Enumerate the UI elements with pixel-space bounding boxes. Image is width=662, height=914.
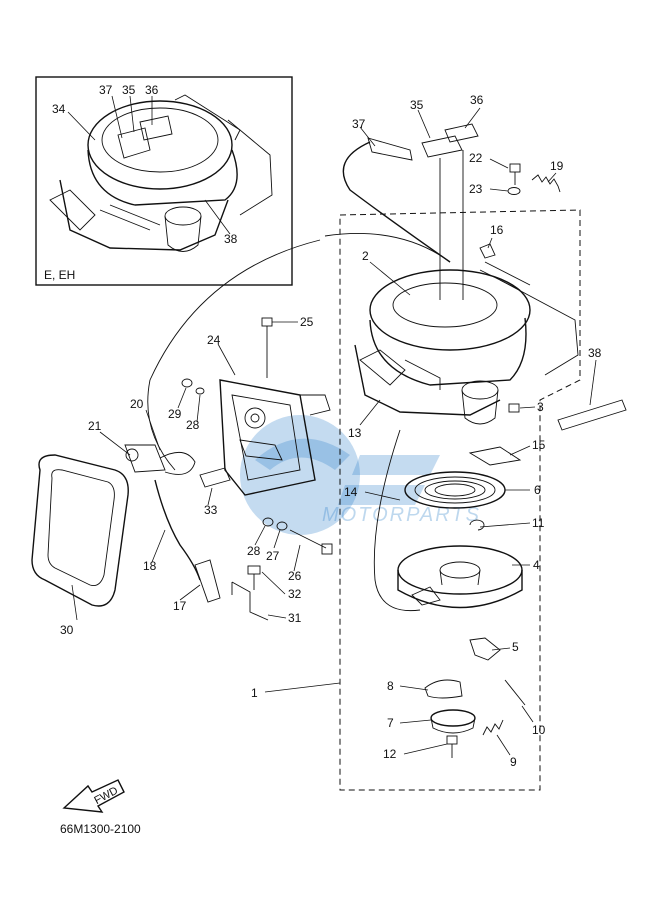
inset-callout-38: 38 — [224, 232, 238, 246]
watermark: MOTORPARTS — [240, 415, 481, 535]
fwd-arrow: FWD — [62, 779, 125, 813]
starter-rope-37 — [342, 141, 451, 263]
callout-20: 20 — [130, 397, 144, 411]
bolt-3 — [508, 403, 520, 413]
callout-24: 24 — [207, 333, 221, 347]
callouts: 1 2 3 4 5 6 7 8 9 10 11 12 13 14 15 16 1… — [60, 93, 602, 769]
callout-27: 27 — [266, 549, 280, 563]
callout-18: 18 — [143, 559, 157, 573]
callout-15: 15 — [532, 438, 546, 452]
leader-lines — [71, 107, 597, 756]
bracket-24 — [219, 379, 331, 496]
washer-27 — [276, 521, 288, 531]
inset-panel: 34 37 35 36 38 E, EH — [35, 76, 293, 286]
callout-37: 37 — [352, 117, 366, 131]
callout-7: 7 — [387, 716, 394, 730]
starter-case — [354, 261, 579, 425]
pawl-5 — [469, 637, 501, 661]
callout-3: 3 — [537, 400, 544, 414]
diagram-code: 66M1300-2100 — [60, 822, 141, 836]
callout-36: 36 — [470, 93, 484, 107]
callout-11: 11 — [532, 516, 545, 530]
washer-23 — [507, 187, 521, 195]
spring-10 — [504, 679, 526, 706]
callout-28-upper: 28 — [186, 418, 200, 432]
callout-22: 22 — [469, 151, 483, 165]
drive-plate-7 — [430, 709, 476, 734]
callout-33: 33 — [204, 503, 218, 517]
spring-9 — [482, 719, 504, 736]
spring-19 — [531, 174, 561, 193]
callout-35: 35 — [410, 98, 424, 112]
watermark-text: MOTORPARTS — [322, 504, 481, 526]
callout-32: 32 — [288, 587, 302, 601]
callout-14: 14 — [344, 485, 358, 499]
callout-38: 38 — [588, 346, 602, 360]
callout-9: 9 — [510, 755, 517, 769]
callout-4: 4 — [533, 558, 540, 572]
callout-5: 5 — [512, 640, 519, 654]
choke-knob-21 — [124, 444, 166, 473]
cable-18 — [154, 479, 201, 581]
callout-28-lower: 28 — [247, 544, 261, 558]
plate-15 — [468, 446, 522, 466]
decal-35 — [421, 135, 463, 158]
assembly-boundary — [339, 209, 581, 791]
callout-16: 16 — [490, 223, 504, 237]
callout-8: 8 — [387, 679, 394, 693]
callout-31: 31 — [288, 611, 302, 625]
bolt-32 — [247, 565, 261, 590]
bracket-31 — [231, 581, 269, 621]
callout-26: 26 — [288, 569, 302, 583]
filter-element-30 — [31, 454, 129, 607]
inset-callout-37: 37 — [99, 83, 113, 97]
inset-callout-36: 36 — [145, 83, 159, 97]
callout-25: 25 — [300, 315, 314, 329]
plate-8 — [424, 679, 463, 699]
bolt-25 — [261, 317, 273, 378]
circlip-11 — [469, 519, 485, 531]
decal-33 — [199, 467, 231, 488]
callout-29: 29 — [168, 407, 182, 421]
throttle-cable — [147, 239, 321, 471]
callout-12: 12 — [383, 747, 397, 761]
inset-callout-34: 34 — [52, 102, 66, 116]
washer-28-upper — [195, 387, 205, 395]
callout-6: 6 — [534, 483, 541, 497]
clamp-17 — [194, 559, 221, 603]
fwd-arrow-label: FWD — [92, 785, 120, 807]
callout-19: 19 — [550, 159, 564, 173]
bolt-22 — [509, 163, 521, 185]
callout-10: 10 — [532, 723, 546, 737]
callout-13: 13 — [348, 426, 362, 440]
rope — [373, 429, 421, 612]
callout-17: 17 — [173, 599, 187, 613]
decal-36 — [444, 123, 479, 143]
callout-2: 2 — [362, 249, 369, 263]
nut-29 — [181, 378, 193, 388]
inset-callout-35: 35 — [122, 83, 136, 97]
part-16 — [479, 243, 496, 259]
inset-variant-label: E, EH — [44, 268, 75, 282]
callout-30: 30 — [60, 623, 74, 637]
callout-23: 23 — [469, 182, 483, 196]
callout-21: 21 — [88, 419, 102, 433]
decal-38 — [557, 399, 627, 431]
washer-28 — [262, 517, 274, 527]
callout-1: 1 — [251, 686, 258, 700]
bolt-12 — [446, 735, 458, 758]
pulley-4 — [397, 545, 523, 609]
bolt-26 — [289, 529, 333, 555]
